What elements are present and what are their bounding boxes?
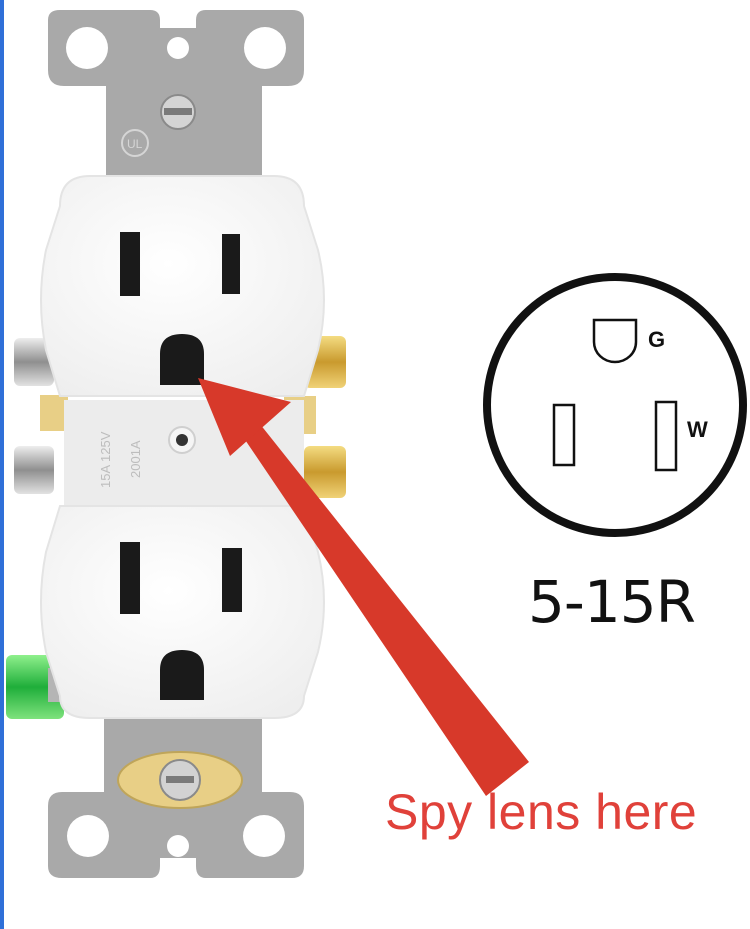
hot-slot-icon (552, 403, 576, 467)
ground-hole (160, 334, 204, 385)
ul-logo-icon (121, 129, 149, 157)
neutral-slot (222, 548, 242, 612)
hot-slot (120, 232, 140, 296)
svg-text:UL: UL (127, 137, 143, 151)
bottom-mounting-strap (48, 718, 304, 878)
red-arrow-icon (198, 378, 529, 796)
hot-slot (120, 542, 140, 614)
ground-hole (160, 650, 204, 700)
upper-outlet-face (40, 175, 325, 397)
window-edge (0, 0, 4, 929)
receptacle-code: 5-15R (528, 568, 696, 636)
neutral-label: W (687, 417, 708, 442)
nema-5-15r-diagram: G W (483, 273, 747, 537)
ground-slot-icon (592, 318, 638, 364)
top-mounting-strap: UL (48, 10, 304, 175)
silver-terminal-screws (14, 338, 68, 494)
model-text: 2001A (128, 440, 143, 478)
lower-outlet-face (40, 505, 325, 719)
ground-label: G (648, 327, 665, 352)
neutral-slot (222, 234, 240, 294)
rating-text: 15A 125V (98, 431, 113, 488)
neutral-slot-icon (654, 400, 678, 472)
spy-lens-caption: Spy lens here (385, 784, 698, 840)
